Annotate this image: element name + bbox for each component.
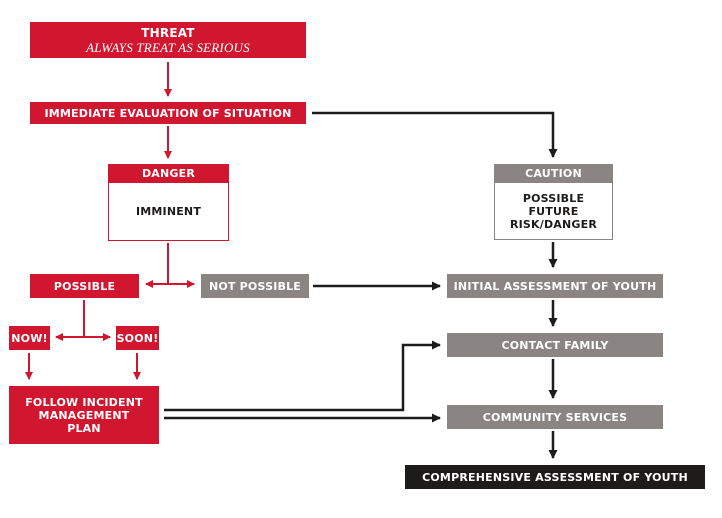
initial-assessment-label: INITIAL ASSESSMENT OF YOUTH bbox=[453, 279, 657, 293]
possible-node: POSSIBLE bbox=[30, 274, 139, 298]
now-label: NOW! bbox=[11, 331, 48, 345]
not-possible-node: NOT POSSIBLE bbox=[201, 274, 309, 298]
danger-header: DANGER bbox=[109, 165, 228, 183]
threat-subtitle: ALWAYS TREAT AS SERIOUS bbox=[86, 39, 250, 55]
danger-body: IMMINENT bbox=[135, 205, 202, 218]
comprehensive-assessment-label: COMPREHENSIVE ASSESSMENT OF YOUTH bbox=[422, 470, 688, 484]
immediate-evaluation-node: IMMEDIATE EVALUATION OF SITUATION bbox=[30, 102, 306, 124]
contact-family-label: CONTACT FAMILY bbox=[501, 338, 609, 352]
initial-assessment-node: INITIAL ASSESSMENT OF YOUTH bbox=[447, 274, 663, 298]
danger-node: DANGER IMMINENT bbox=[108, 164, 229, 241]
contact-family-node: CONTACT FAMILY bbox=[447, 333, 663, 357]
caution-header: CAUTION bbox=[495, 165, 612, 183]
soon-label: SOON! bbox=[116, 331, 159, 345]
follow-plan-node: FOLLOW INCIDENT MANAGEMENT PLAN bbox=[9, 386, 159, 444]
caution-body: POSSIBLE FUTURE RISK/DANGER bbox=[509, 191, 598, 231]
now-node: NOW! bbox=[9, 326, 50, 350]
comprehensive-assessment-node: COMPREHENSIVE ASSESSMENT OF YOUTH bbox=[405, 465, 705, 489]
caution-node: CAUTION POSSIBLE FUTURE RISK/DANGER bbox=[494, 164, 613, 240]
soon-node: SOON! bbox=[116, 326, 159, 350]
not-possible-label: NOT POSSIBLE bbox=[208, 279, 302, 293]
arrow-evaluation-to-caution bbox=[312, 111, 558, 158]
threat-node: THREAT ALWAYS TREAT AS SERIOUS bbox=[30, 22, 306, 58]
follow-plan-label: FOLLOW INCIDENT MANAGEMENT PLAN bbox=[25, 395, 143, 435]
arrow-plan-to-contact bbox=[164, 340, 441, 412]
red-arrows bbox=[25, 62, 195, 380]
immediate-evaluation-label: IMMEDIATE EVALUATION OF SITUATION bbox=[44, 106, 292, 120]
community-services-label: COMMUNITY SERVICES bbox=[482, 410, 628, 424]
dark-arrows bbox=[164, 111, 558, 459]
community-services-node: COMMUNITY SERVICES bbox=[447, 405, 663, 429]
possible-label: POSSIBLE bbox=[53, 279, 116, 293]
threat-title: THREAT bbox=[141, 25, 195, 40]
